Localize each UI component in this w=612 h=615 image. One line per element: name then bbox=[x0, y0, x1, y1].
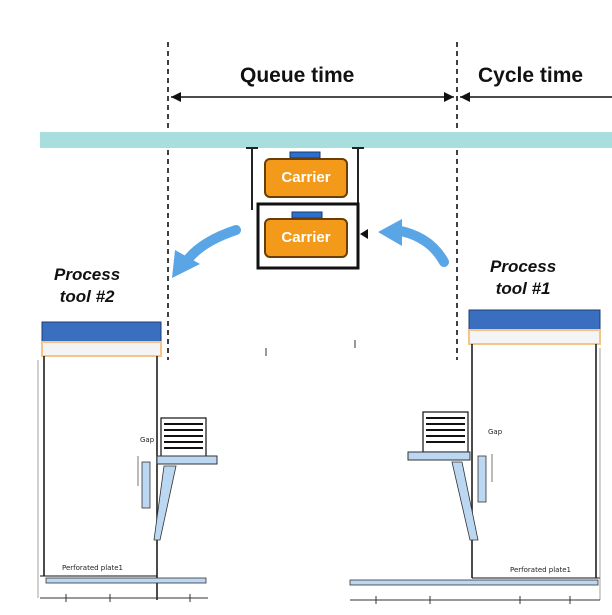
carrier-bottom: Carrier bbox=[264, 218, 348, 258]
process-tool-1-line-1: Process bbox=[490, 257, 557, 276]
curved-arrow-left bbox=[172, 225, 241, 278]
queue-time-arrow bbox=[171, 92, 454, 102]
process-tool-1 bbox=[349, 309, 601, 604]
curved-arrow-right bbox=[378, 219, 449, 267]
cycle-time-label: Cycle time bbox=[478, 64, 584, 87]
queue-time-label: Queue time bbox=[240, 64, 355, 87]
process-tool-1-line-2: tool #1 bbox=[495, 279, 551, 298]
process-tool-2-line-2: tool #2 bbox=[59, 287, 115, 306]
process-tool-2-label: Process tool #2 bbox=[54, 264, 120, 308]
hoist-frame bbox=[256, 202, 360, 270]
process-tool-1-label: Process tool #1 bbox=[490, 256, 556, 300]
top-carrier-hanger bbox=[246, 147, 364, 210]
gap-label-right: Gap bbox=[488, 428, 503, 436]
process-tool-2-line-1: Process bbox=[54, 265, 121, 284]
cycle-time-arrow bbox=[460, 92, 612, 102]
process-tool-2 bbox=[37, 321, 218, 602]
perforated-plate-label-left: Perforated plate1 bbox=[62, 564, 123, 572]
carrier-top: Carrier bbox=[264, 158, 348, 198]
hoist-pointer bbox=[360, 229, 368, 239]
perforated-plate-label-right: Perforated plate1 bbox=[510, 566, 571, 574]
overhead-rail bbox=[40, 132, 612, 148]
gap-label-left: Gap bbox=[140, 436, 155, 444]
